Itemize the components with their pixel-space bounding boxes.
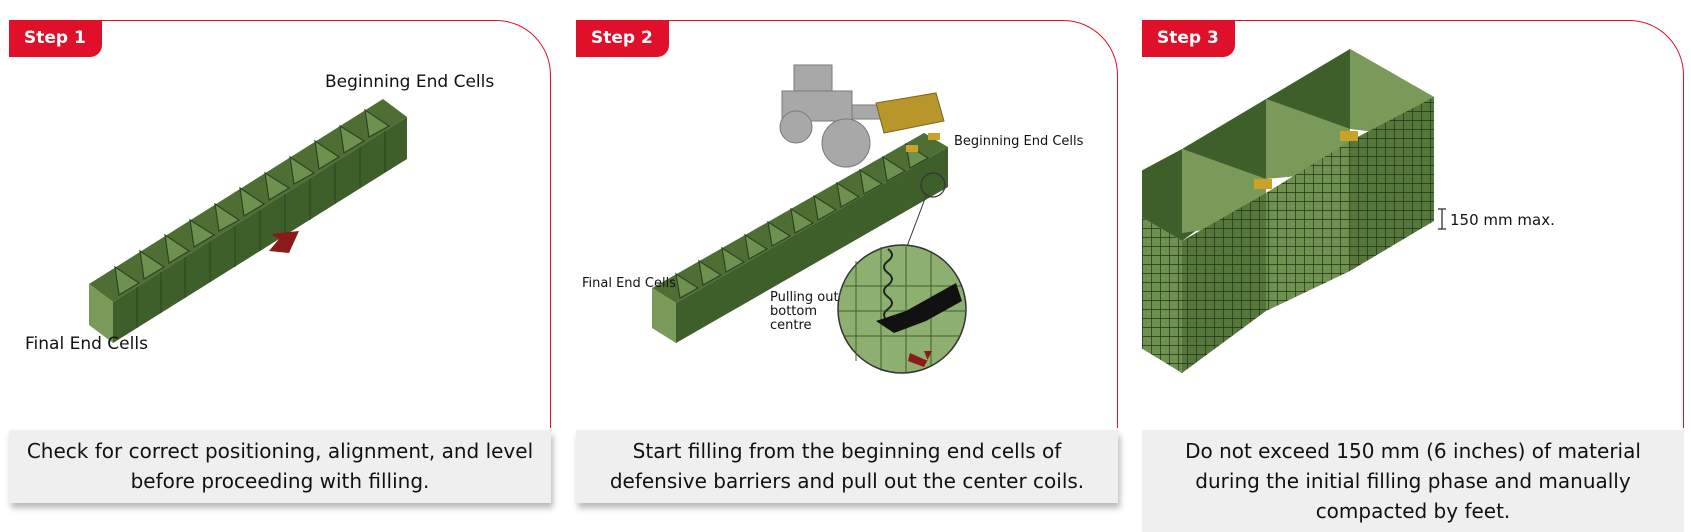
- step-2-card: Step 2: [576, 20, 1118, 428]
- step-1-caption: Check for correct positioning, alignment…: [9, 430, 551, 503]
- front-face-2: [1266, 141, 1350, 311]
- zoom-marker: [920, 172, 946, 198]
- final-end-cells-label: Final End Cells: [25, 334, 148, 354]
- step-3-card: Step 3 150 mm max.: [1142, 20, 1684, 428]
- final-end-cells-label: Final End Cells: [582, 276, 676, 291]
- pulling-label-line-2: bottom: [770, 304, 817, 319]
- step-2-badge: Step 2: [576, 21, 669, 57]
- hand-icon: [876, 283, 962, 333]
- loader-bucket-fill: [875, 92, 945, 134]
- fill-material: [1254, 179, 1272, 189]
- step-1-card: Step 1 Beginning End Cells: [9, 20, 551, 428]
- pull-arrow: [908, 351, 932, 367]
- fill-material: [928, 133, 940, 140]
- max-height-label: 150 mm max.: [1450, 211, 1555, 229]
- front-face-left: [1142, 217, 1182, 373]
- step-1-illustration: Beginning End Cells Final End Cells: [25, 72, 494, 354]
- barrier-end-face: [89, 284, 113, 343]
- step-1-badge: Step 1: [9, 21, 102, 57]
- pulling-label-line-1: Pulling out: [770, 290, 839, 305]
- pulling-label-line-3: centre: [770, 318, 812, 333]
- fill-material: [906, 145, 918, 152]
- step-2-caption: Start filling from the beginning end cel…: [576, 430, 1118, 503]
- beginning-end-cells-label: Beginning End Cells: [954, 134, 1084, 149]
- beginning-end-cells-label: Beginning End Cells: [325, 72, 494, 92]
- barrier-end-face: [652, 288, 676, 343]
- barrier-side-lines: [136, 131, 386, 328]
- barrier-cell-dividers: [114, 108, 391, 296]
- front-face-3: [1350, 97, 1434, 271]
- zoom-connector: [905, 195, 927, 250]
- step-3-badge: Step 3: [1142, 21, 1235, 57]
- step-2-illustration: Beginning End Cells Final End Cells Pull…: [582, 64, 1084, 374]
- height-marker-icon: [1438, 208, 1446, 230]
- loader-machine-icon: [779, 64, 883, 168]
- coil-detail-circle: [837, 244, 967, 374]
- direction-arrow: [269, 231, 299, 253]
- step-3-caption: Do not exceed 150 mm (6 inches) of mater…: [1142, 430, 1684, 532]
- front-face-1: [1182, 193, 1266, 373]
- detail-mesh: [839, 245, 966, 373]
- coil-spring-icon: [883, 248, 893, 322]
- fill-material: [1340, 131, 1358, 141]
- barrier-side-face: [676, 147, 948, 343]
- step-3-illustration: 150 mm max.: [1142, 49, 1555, 373]
